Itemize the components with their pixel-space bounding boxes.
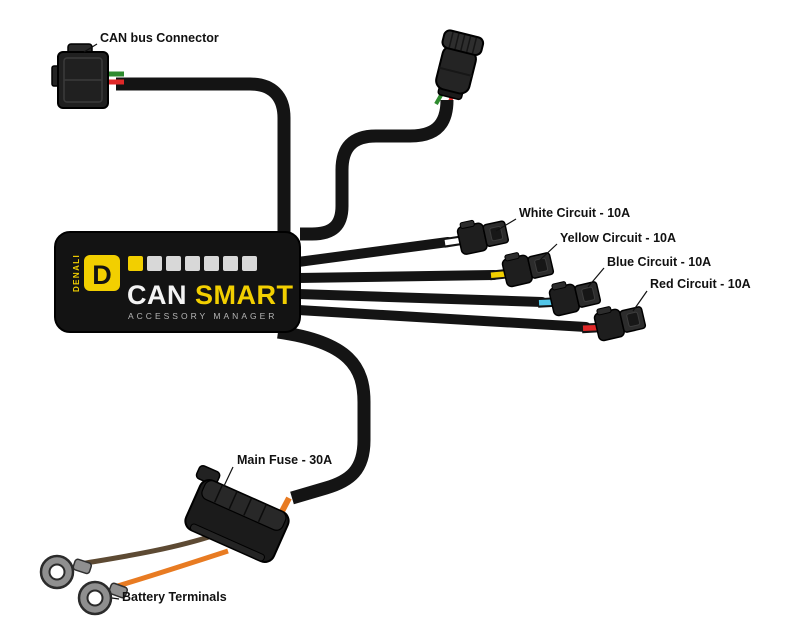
led-indicator <box>242 256 257 271</box>
battery-terminal-2 <box>77 580 129 616</box>
main-fuse-label-pointer <box>223 466 234 487</box>
red-circuit-label-pointer <box>632 290 648 312</box>
denali-logo-letter: D <box>92 260 112 290</box>
blue-circuit-cable <box>293 289 547 307</box>
device-subtitle: ACCESSORY MANAGER <box>128 311 277 321</box>
led-indicators <box>128 256 257 271</box>
battery-terminals-label: Battery Terminals <box>122 590 227 604</box>
device-name-smart: SMART <box>195 280 294 310</box>
orange-battery-wire <box>113 548 229 590</box>
white-circuit-label: White Circuit - 10A <box>519 206 630 220</box>
led-indicator <box>223 256 238 271</box>
white-circuit-label-pointer <box>495 218 517 232</box>
led-indicator <box>185 256 200 271</box>
can-bus-cable <box>116 77 291 232</box>
blue-circuit-label-pointer <box>587 267 605 288</box>
accessory-connector <box>435 29 485 101</box>
power-cable <box>277 325 371 505</box>
main-fuse-label: Main Fuse - 30A <box>237 453 332 467</box>
can-bus-label: CAN bus Connector <box>100 31 219 45</box>
led-indicator <box>204 256 219 271</box>
yellow-circuit-label-pointer <box>539 243 558 261</box>
led-indicator <box>166 256 181 271</box>
white-circuit-connector <box>455 213 511 256</box>
yellow-circuit-cable <box>293 270 499 283</box>
cansmart-device: DENALI D CAN SMART ACCESSORY MANAGER <box>54 231 301 333</box>
denali-logo-square <box>84 255 120 291</box>
accessory-cable <box>300 99 454 241</box>
can-bus-connector <box>51 43 124 109</box>
red-circuit-connector <box>591 298 648 343</box>
main-fuse-holder <box>184 464 290 563</box>
battery-terminals-label-pointer <box>111 597 120 600</box>
led-indicator <box>128 256 143 271</box>
brown-battery-wire <box>79 532 216 567</box>
red-circuit-cable <box>293 305 591 332</box>
device-name-can: CAN <box>127 280 187 310</box>
blue-circuit-label: Blue Circuit - 10A <box>607 255 711 269</box>
battery-terminal-1 <box>39 554 93 590</box>
device-name: CAN SMART <box>127 280 294 310</box>
yellow-circuit-label: Yellow Circuit - 10A <box>560 231 676 245</box>
yellow-circuit-connector <box>499 244 556 289</box>
white-circuit-cable <box>293 237 453 267</box>
denali-vertical-label: DENALI <box>72 254 81 292</box>
red-circuit-label: Red Circuit - 10A <box>650 277 751 291</box>
can-bus-label-pointer <box>83 43 98 53</box>
led-indicator <box>147 256 162 271</box>
